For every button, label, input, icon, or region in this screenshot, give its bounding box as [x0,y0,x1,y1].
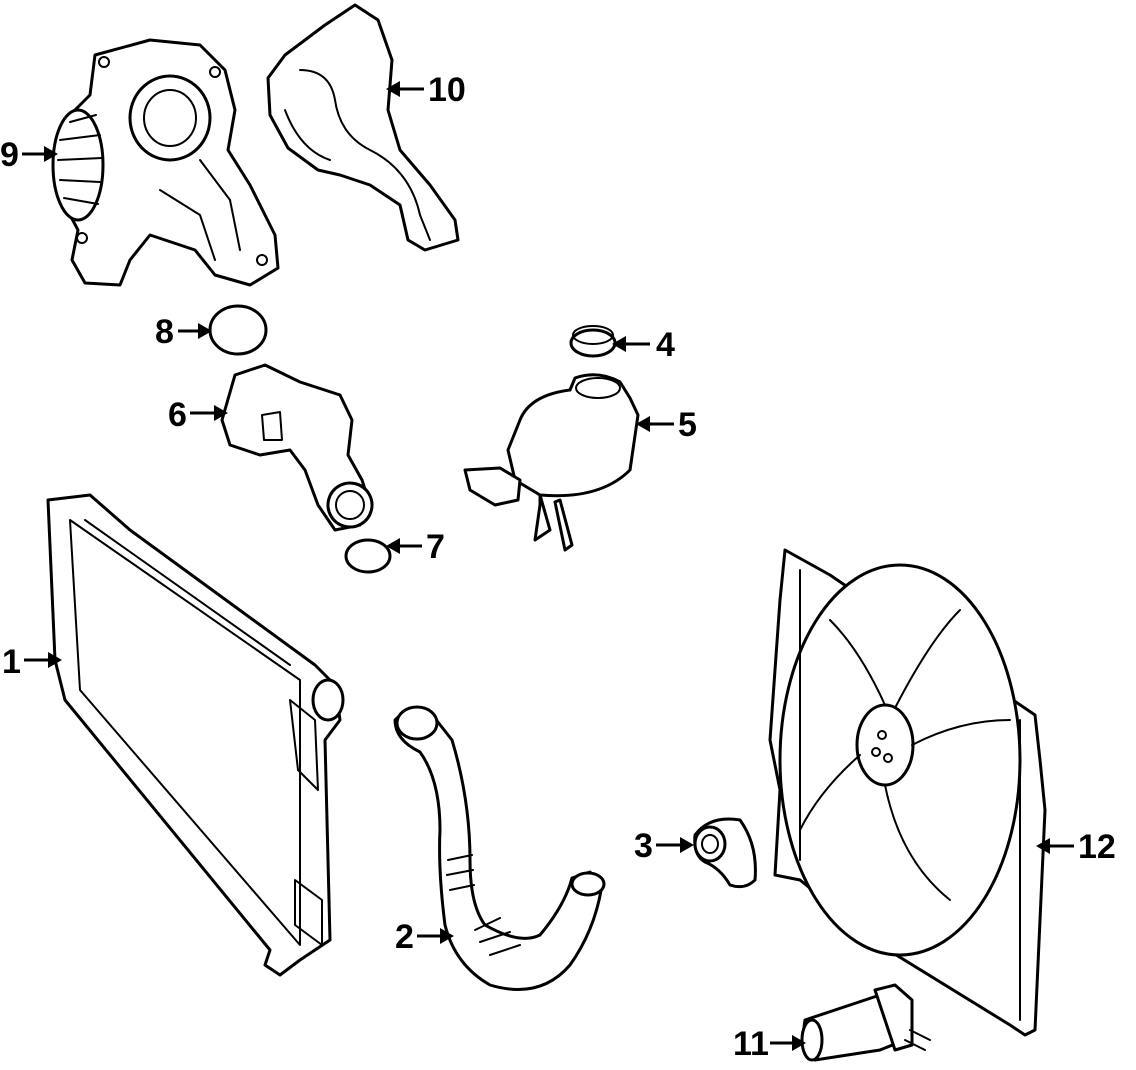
o-ring-upper-part [208,304,268,356]
fan-assembly-part [768,548,1047,1037]
reservoir-cap-part [569,325,617,358]
callout-11: 11 [733,1025,806,1063]
callout-10: 10 [386,71,466,109]
callout-1: 1 [2,643,62,681]
callout-6: 6 [168,396,228,434]
callout-8-arrowhead [198,323,212,339]
callout-1-label: 1 [2,643,21,681]
callout-5-arrowhead [636,416,650,432]
callout-8: 8 [155,313,212,351]
callout-12: 12 [1036,828,1116,866]
callout-9-arrowhead [44,146,58,162]
callout-3-arrowhead [680,837,694,853]
callout-8-label: 8 [155,313,174,351]
callout-4-label: 4 [656,326,675,364]
callout-7: 7 [386,528,445,566]
callout-11-arrowhead [792,1035,806,1051]
callout-6-label: 6 [168,396,187,434]
callout-2: 2 [395,918,454,956]
callout-7-arrowhead [386,538,400,554]
callout-9-label: 9 [0,136,19,174]
hose-connector-part [693,817,757,889]
callout-10-arrowhead [386,81,400,97]
lower-hose-part [393,705,606,991]
timing-cover-gasket-part [266,3,460,252]
water-pump-part [51,38,280,287]
coolant-reservoir-part [463,373,640,552]
thermostat-housing-part [220,363,374,532]
callout-9: 9 [0,136,58,174]
callout-11-label: 11 [733,1025,769,1063]
o-ring-lower-part [344,538,392,574]
auxiliary-pump-part [800,983,931,1062]
callout-3-label: 3 [634,827,653,865]
callout-2-arrowhead [440,928,454,944]
radiator-part [46,493,345,977]
callout-2-label: 2 [395,918,414,956]
callout-3: 3 [634,827,694,865]
callout-10-label: 10 [428,71,466,109]
callout-12-arrowhead [1036,838,1050,854]
callout-6-arrowhead [214,405,228,421]
callout-12-label: 12 [1078,828,1116,866]
callout-1-arrowhead [48,652,62,668]
callout-4: 4 [612,326,675,364]
callout-5-label: 5 [678,406,697,444]
callout-7-label: 7 [426,528,445,566]
callout-4-arrowhead [612,336,626,352]
callout-5: 5 [636,406,697,444]
